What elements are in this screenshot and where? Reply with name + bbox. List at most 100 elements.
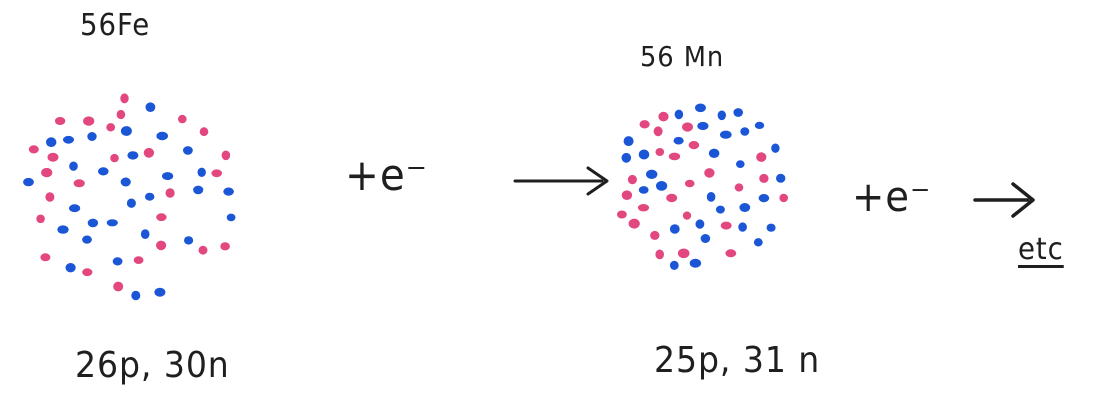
manganese-neutron-dot — [776, 173, 786, 183]
manganese-proton-dot — [688, 141, 700, 150]
manganese-proton-dot — [682, 122, 693, 132]
manganese-proton-dot — [628, 218, 640, 229]
manganese-proton-dot — [684, 179, 695, 188]
iron-proton-dot — [120, 93, 129, 104]
manganese-neutron-dot — [753, 238, 763, 247]
electron-term-1: +e⁻ — [345, 150, 428, 201]
manganese-neutron-dot — [733, 108, 743, 117]
iron-proton-dot — [199, 127, 209, 137]
reaction-arrow-2 — [973, 182, 1035, 218]
manganese-neutron-dot — [656, 181, 668, 191]
iron-neutron-dot — [82, 235, 92, 244]
manganese-neutron-dot — [720, 130, 732, 139]
manganese-proton-dot — [658, 111, 669, 122]
iron-proton-dot — [36, 214, 45, 224]
iron-neutron-dot — [156, 131, 168, 141]
iron-proton-dot — [54, 117, 66, 125]
manganese-neutron-dot — [695, 103, 706, 113]
manganese-proton-dot — [759, 173, 769, 183]
manganese-neutron-dot — [717, 110, 726, 121]
manganese-proton-dot — [650, 230, 660, 240]
iron-neutron-dot — [145, 192, 155, 201]
iron-proton-dot — [198, 245, 208, 255]
iron-proton-dot — [133, 256, 144, 264]
manganese-proton-dot — [666, 193, 678, 203]
iron-neutron-dot — [127, 151, 139, 160]
manganese-proton-dot — [655, 249, 664, 260]
manganese-neutron-dot — [697, 121, 709, 131]
manganese-neutron-dot — [674, 109, 684, 120]
iron-proton-dot — [156, 213, 167, 222]
iron-isotope-label: 56Fe — [80, 8, 151, 43]
manganese-neutron-dot — [738, 222, 747, 232]
manganese-neutron-dot — [646, 169, 658, 179]
manganese-neutron-dot — [708, 148, 720, 158]
iron-neutron-dot — [162, 172, 174, 181]
manganese-proton-dot — [627, 174, 637, 185]
iron-neutron-dot — [154, 287, 166, 297]
manganese-proton-dot — [756, 152, 767, 162]
iron-neutron-dot — [57, 225, 69, 234]
iron-proton-dot — [40, 253, 51, 262]
iron-proton-dot — [28, 145, 39, 154]
manganese-proton-dot — [720, 221, 732, 230]
manganese-neutron-dot — [669, 224, 680, 234]
manganese-proton-dot — [725, 249, 737, 258]
electron-term-2: +e⁻ — [852, 172, 932, 221]
manganese-neutron-dot — [736, 160, 745, 169]
iron-neutron-dot — [87, 132, 97, 141]
manganese-neutron-dot — [638, 186, 649, 194]
manganese-neutron-dot — [669, 260, 679, 270]
iron-composition: 26p, 30n — [75, 345, 230, 386]
manganese-neutron-dot — [706, 192, 716, 202]
iron-proton-dot — [106, 123, 116, 132]
iron-neutron-dot — [183, 146, 193, 155]
iron-neutron-dot — [46, 137, 57, 148]
manganese-proton-dot — [677, 248, 690, 259]
iron-neutron-dot — [98, 167, 109, 176]
manganese-proton-dot — [621, 190, 633, 200]
manganese-isotope-label: 56 Mn — [640, 40, 725, 73]
manganese-proton-dot — [704, 168, 715, 178]
manganese-proton-dot — [655, 148, 665, 156]
iron-proton-dot — [178, 114, 187, 124]
iron-neutron-dot — [120, 126, 132, 136]
manganese-neutron-dot — [754, 121, 765, 129]
iron-proton-dot — [41, 167, 53, 178]
iron-neutron-dot — [197, 167, 206, 177]
reaction-arrow-1 — [513, 166, 609, 196]
manganese-neutron-dot — [758, 194, 770, 203]
iron-proton-dot — [156, 240, 167, 251]
manganese-nucleus — [617, 103, 788, 270]
iron-neutron-dot — [112, 257, 123, 266]
manganese-proton-dot — [668, 152, 681, 161]
manganese-neutron-dot — [740, 127, 750, 136]
manganese-neutron-dot — [638, 149, 650, 160]
iron-neutron-dot — [69, 204, 81, 213]
iron-proton-dot — [47, 152, 59, 162]
iron-proton-dot — [143, 147, 155, 158]
iron-neutron-dot — [120, 177, 131, 187]
iron-proton-dot — [45, 192, 55, 202]
iron-neutron-dot — [145, 102, 156, 112]
iron-neutron-dot — [126, 198, 136, 208]
iron-neutron-dot — [69, 161, 78, 171]
manganese-proton-dot — [734, 183, 744, 192]
iron-neutron-dot — [131, 290, 141, 301]
manganese-composition: 25p, 31 n — [654, 340, 821, 381]
iron-proton-dot — [221, 150, 231, 161]
iron-neutron-dot — [184, 236, 194, 245]
manganese-proton-dot — [682, 211, 692, 220]
iron-proton-dot — [83, 116, 95, 126]
iron-neutron-dot — [87, 218, 99, 228]
iron-proton-dot — [73, 179, 85, 188]
iron-neutron-dot — [223, 187, 234, 196]
manganese-neutron-dot — [695, 219, 705, 229]
iron-neutron-dot — [193, 185, 204, 195]
continuation-label: etc — [1018, 232, 1064, 267]
iron-neutron-dot — [140, 229, 150, 240]
iron-proton-dot — [82, 268, 93, 277]
iron-proton-dot — [110, 153, 119, 163]
